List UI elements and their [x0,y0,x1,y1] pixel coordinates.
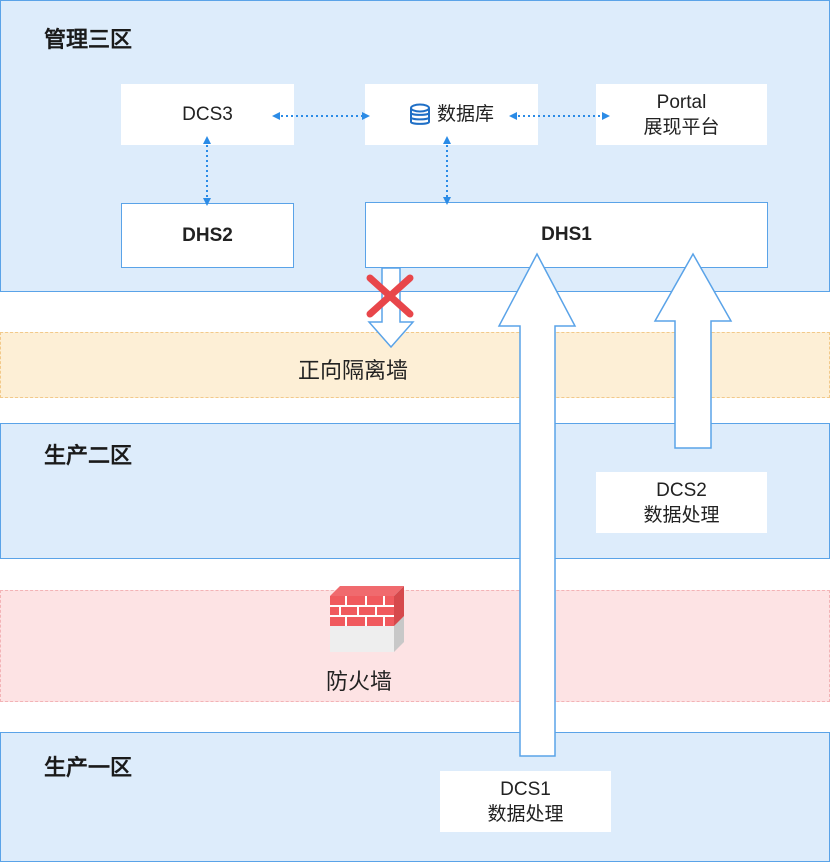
blocked-down-arrow [367,267,415,349]
upflow-arrow-dcs1-dhs1 [497,252,577,757]
node-dcs2-line1: DCS2 [656,479,707,501]
node-dcs2: DCS2 数据处理 [596,472,767,533]
node-dcs2-line2: 数据处理 [643,504,720,526]
zone-title-production-2: 生产二区 [44,443,133,468]
upflow-arrow-dcs2-dhs1 [653,252,733,449]
node-portal-line2: 展现平台 [643,116,720,138]
firewall-label: 防火墙 [326,669,393,694]
blocked-x-icon [366,274,414,318]
database-icon [409,103,431,127]
node-portal: Portal 展现平台 [596,84,767,145]
node-dhs1-label: DHS1 [541,223,592,245]
node-dcs1-line1: DCS1 [500,778,551,800]
node-dhs2-label: DHS2 [182,225,233,246]
zone-title-management-3: 管理三区 [44,27,133,52]
node-dcs3: DCS3 [121,84,294,145]
node-dcs3-label: DCS3 [182,104,233,125]
node-portal-line1: Portal [656,91,707,113]
zone-title-production-1: 生产一区 [44,755,133,780]
firewall-icon [330,586,404,652]
node-dhs1: DHS1 [365,202,768,268]
zone-firewall [0,590,830,702]
node-dcs1-line2: 数据处理 [487,803,564,825]
zone-production-1 [0,732,830,862]
forward-isolation-label: 正向隔离墙 [298,358,409,383]
node-dcs1: DCS1 数据处理 [440,771,611,832]
node-database-label: 数据库 [436,104,494,125]
node-dhs2: DHS2 [121,203,294,268]
